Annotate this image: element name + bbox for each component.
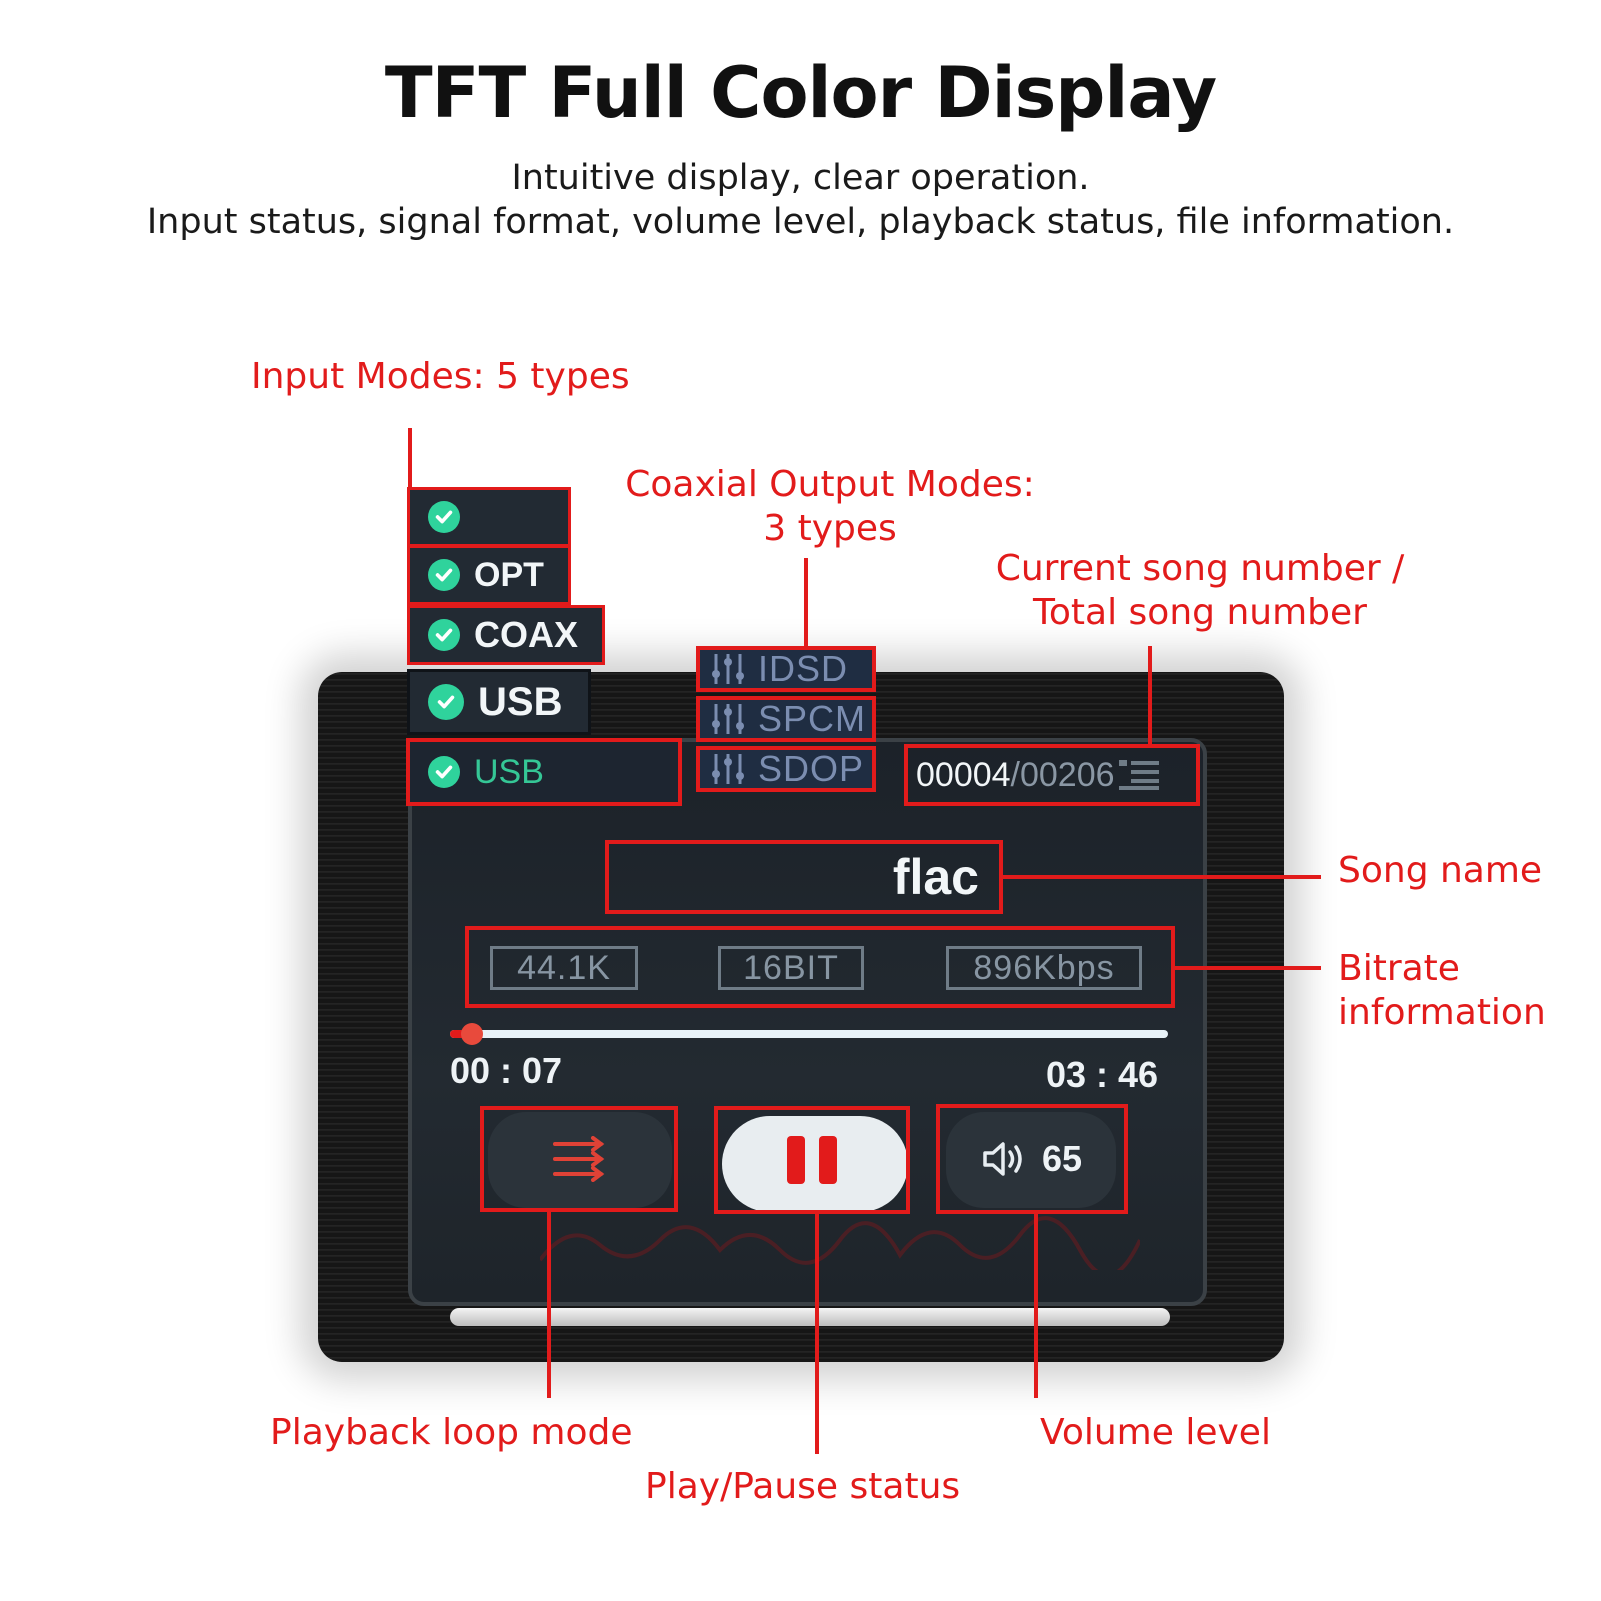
callout-bitrate-line-2: information [1338, 992, 1546, 1033]
coax-mode-idsd: IDSD [696, 646, 876, 692]
callout-song-number-line-1: Current song number / [995, 548, 1405, 589]
subtitle-line-1: Intuitive display, clear operation. [511, 158, 1090, 198]
loop-mode-button[interactable] [480, 1106, 678, 1212]
input-mode-label: USB [474, 752, 544, 791]
coax-mode-label: SDOP [758, 748, 865, 789]
song-name: flac [892, 849, 979, 905]
leader-play-pause [815, 1214, 819, 1454]
equalizer-icon [712, 754, 744, 784]
play-pause-button[interactable] [714, 1106, 910, 1214]
elapsed-time: 00 : 07 [450, 1050, 563, 1091]
coax-mode-spcm: SPCM [696, 696, 876, 742]
input-mode-usb-active: USB [410, 742, 678, 802]
speaker-icon [983, 1142, 1022, 1176]
input-mode-opt: OPT [410, 548, 568, 602]
check-icon [428, 501, 460, 533]
callout-input-modes: Input Modes: 5 types [251, 356, 630, 397]
input-mode-label: USB [478, 679, 563, 724]
bit-depth: 16BIT [718, 946, 864, 990]
callout-play-pause: Play/Pause status [645, 1466, 961, 1507]
leader-bitrate [1175, 966, 1321, 970]
equalizer-icon [712, 704, 744, 734]
song-total: /00206 [1010, 755, 1115, 794]
input-mode-blank [410, 490, 568, 544]
pause-icon [787, 1136, 837, 1184]
volume-button-bg [946, 1112, 1116, 1208]
callout-volume: Volume level [1040, 1412, 1271, 1453]
volume-control[interactable]: 65 [936, 1104, 1128, 1214]
callout-loop-mode: Playback loop mode [270, 1412, 633, 1453]
volume-value: 65 [1041, 1138, 1083, 1179]
callout-song-number-line-2: Total song number [1033, 592, 1367, 633]
check-icon [428, 756, 460, 788]
song-name-box: flac [605, 840, 1003, 914]
playlist-icon [1118, 760, 1159, 790]
input-mode-usb-large: USB [410, 672, 588, 732]
leader-loop-mode [547, 1212, 551, 1398]
progress-bar[interactable] [450, 1023, 1168, 1045]
song-number-display: 00004 /00206 [904, 744, 1200, 806]
song-current: 00004 [916, 755, 1011, 794]
leader-song-name [1003, 875, 1321, 879]
loop-icon [553, 1136, 605, 1182]
callout-coax-modes-line-1: Coaxial Output Modes: [625, 464, 1035, 505]
coax-mode-label: IDSD [758, 648, 849, 689]
page-title: TFT Full Color Display [384, 52, 1217, 134]
coax-mode-label: SPCM [758, 698, 867, 739]
leader-volume [1034, 1214, 1038, 1398]
waveform-graphic [540, 1216, 1140, 1270]
leader-song-number [1148, 646, 1152, 744]
total-duration: 03 : 46 [1046, 1054, 1159, 1095]
device-trim [450, 1308, 1170, 1326]
callout-song-name: Song name [1338, 850, 1543, 891]
check-icon [428, 684, 464, 720]
subtitle-line-2: Input status, signal format, volume leve… [146, 202, 1455, 242]
check-icon [428, 619, 460, 651]
bitrate-box [465, 926, 1175, 1008]
leader-input-modes [408, 428, 412, 492]
equalizer-icon [712, 654, 744, 684]
coax-mode-sdop: SDOP [696, 746, 876, 792]
progress-knob[interactable] [460, 1023, 483, 1045]
check-icon [428, 559, 460, 591]
input-mode-coax: COAX [410, 608, 602, 662]
callout-coax-modes-line-2: 3 types [763, 508, 897, 549]
input-mode-label: COAX [474, 614, 579, 655]
sample-rate: 44.1K [490, 946, 638, 990]
pause-button-bg [722, 1116, 908, 1212]
bitrate-value: 896Kbps [946, 946, 1142, 990]
callout-bitrate-line-1: Bitrate [1338, 948, 1460, 989]
input-mode-label: OPT [474, 555, 544, 594]
leader-coax-modes [804, 558, 808, 646]
